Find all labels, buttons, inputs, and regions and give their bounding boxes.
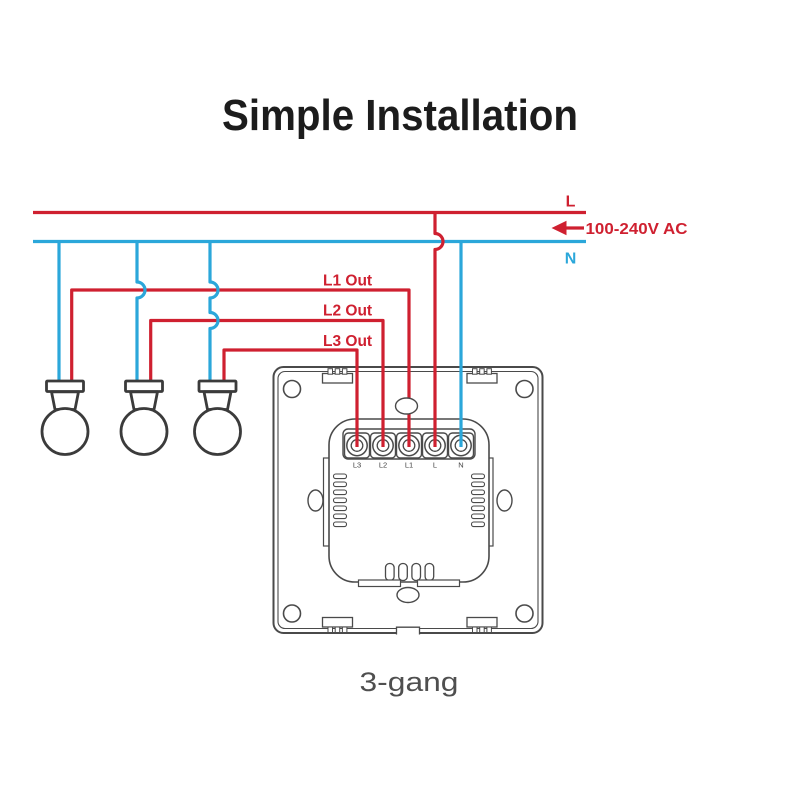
lamp-2-socket bbox=[124, 379, 164, 393]
lamp-3-live-wire-l3-out bbox=[222, 348, 359, 447]
plate-bottom-notch bbox=[395, 626, 421, 635]
module-bottom-tab-right bbox=[416, 579, 461, 588]
mounting-clip-top-left bbox=[321, 368, 354, 384]
lamp-3-socket bbox=[197, 379, 238, 393]
l1-out-label: L1 Out bbox=[323, 273, 372, 290]
plate-hole-bottom-icon bbox=[396, 586, 420, 604]
lamp-2 bbox=[119, 379, 169, 456]
terminal-label-n: N bbox=[458, 461, 463, 470]
l2-out-label: L2 Out bbox=[323, 303, 372, 320]
live-feed-drop-wire bbox=[433, 212, 445, 447]
l3-out-label: L3 Out bbox=[323, 333, 372, 350]
cable-comb bbox=[384, 562, 435, 582]
side-hole-left-icon bbox=[307, 489, 324, 512]
screw-hole-top-right-icon bbox=[515, 379, 534, 399]
terminal-label-l1: L1 bbox=[405, 461, 413, 470]
lamp-3 bbox=[193, 379, 242, 456]
lamp-1-live-wire-l1-out bbox=[70, 288, 411, 447]
vent-ribs-left bbox=[332, 473, 348, 528]
lamp-1 bbox=[40, 379, 90, 456]
lamp-2-bulb-icon bbox=[119, 407, 169, 456]
mounting-clip-bottom-left bbox=[321, 616, 354, 633]
neutral-line-label: N bbox=[565, 251, 577, 268]
terminal-label-l3: L3 bbox=[353, 461, 361, 470]
lamp-2-neutral-wire bbox=[135, 241, 147, 383]
live-line-label: L bbox=[566, 194, 576, 211]
lamp-2-live-wire-l2-out bbox=[149, 318, 385, 447]
gang-caption: 3-gang bbox=[360, 667, 459, 697]
screw-hole-bottom-left-icon bbox=[282, 604, 302, 623]
lamp-3-socket-neck bbox=[202, 390, 233, 411]
wiring bbox=[33, 210, 586, 447]
terminal-label-l2: L2 bbox=[379, 461, 387, 470]
terminal-l2 bbox=[369, 432, 397, 459]
page-title: Simple Installation bbox=[222, 91, 578, 140]
mounting-clip-bottom-right bbox=[466, 616, 498, 633]
lamp-1-bulb-icon bbox=[40, 407, 90, 456]
vent-ribs-right bbox=[470, 473, 486, 528]
screw-hole-top-left-icon bbox=[282, 379, 302, 399]
mounting-clip-top-right bbox=[466, 368, 498, 384]
side-hole-right-icon bbox=[496, 489, 513, 512]
lamp-1-socket bbox=[45, 379, 85, 393]
plate-hole-top-icon bbox=[394, 397, 419, 415]
voltage-label: 100-240V AC bbox=[586, 221, 688, 238]
lamp-3-bulb-icon bbox=[193, 407, 242, 456]
module-bottom-tab-left bbox=[357, 579, 402, 588]
voltage-arrow-icon bbox=[551, 220, 584, 236]
screw-hole-bottom-right-icon bbox=[515, 604, 534, 623]
terminal-label-l: L bbox=[433, 461, 437, 470]
lamp-3-neutral-wire bbox=[208, 241, 220, 383]
lamp-1-socket-neck bbox=[50, 390, 80, 411]
lamp-2-socket-neck bbox=[129, 390, 159, 411]
